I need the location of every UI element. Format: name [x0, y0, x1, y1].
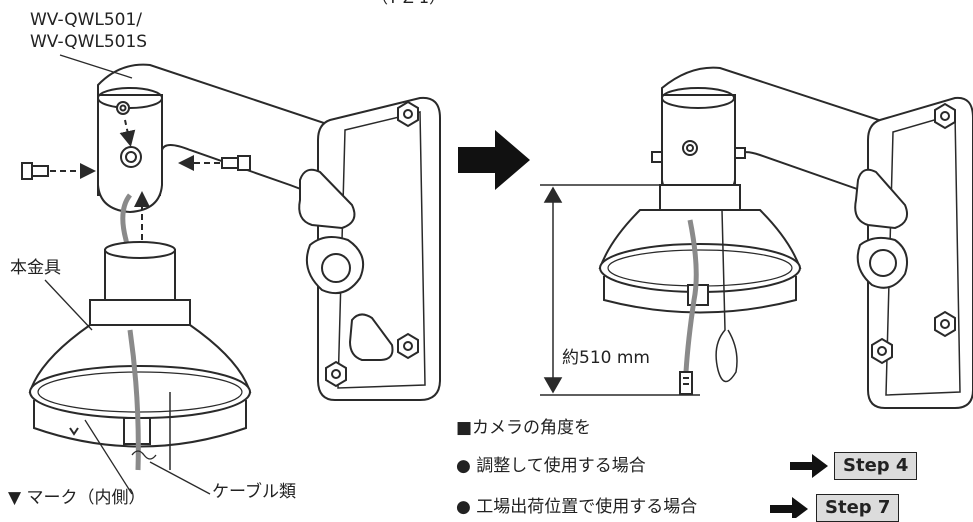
- dimension-line: [540, 184, 700, 396]
- mark-inside-label: ▼ マーク（内側）: [8, 488, 146, 508]
- cables-label: ケーブル類: [212, 482, 296, 502]
- step-7-badge: Step 7: [816, 494, 900, 522]
- instruction-text-1: 調整して使用する場合: [476, 456, 646, 476]
- model-line-2: WV-QWL501S: [30, 32, 148, 52]
- instruction-row-2: ● 工場出荷位置で使用する場合: [456, 497, 697, 517]
- leader-lines: [44, 54, 211, 495]
- bullet-icon: ●: [456, 456, 471, 476]
- bullet-icon: ●: [456, 497, 471, 517]
- right-camera-housing: [598, 184, 802, 314]
- right-connector: [679, 371, 693, 395]
- right-wall-bracket: [651, 66, 973, 409]
- dimension-label: 約510 mm: [562, 348, 650, 368]
- right-cable: [683, 219, 699, 373]
- instruction-row-1: ● 調整して使用する場合: [456, 456, 646, 476]
- top-cut-text: （Y Z 1）: [372, 0, 445, 8]
- main-bracket-label: 本金具: [10, 258, 61, 278]
- left-screws: [21, 119, 251, 250]
- instruction-heading: ■カメラの角度を: [456, 418, 592, 438]
- model-line-1: WV-QWL501/: [30, 10, 143, 30]
- step-4-badge: Step 4: [834, 452, 918, 480]
- left-wall-bracket: [97, 63, 441, 401]
- step-arrow-icon: [458, 130, 530, 190]
- left-cable-lower: [127, 329, 141, 471]
- right-safety-wire: [715, 209, 738, 383]
- instruction-arrows: [770, 454, 828, 518]
- instruction-text-2: 工場出荷位置で使用する場合: [476, 497, 698, 517]
